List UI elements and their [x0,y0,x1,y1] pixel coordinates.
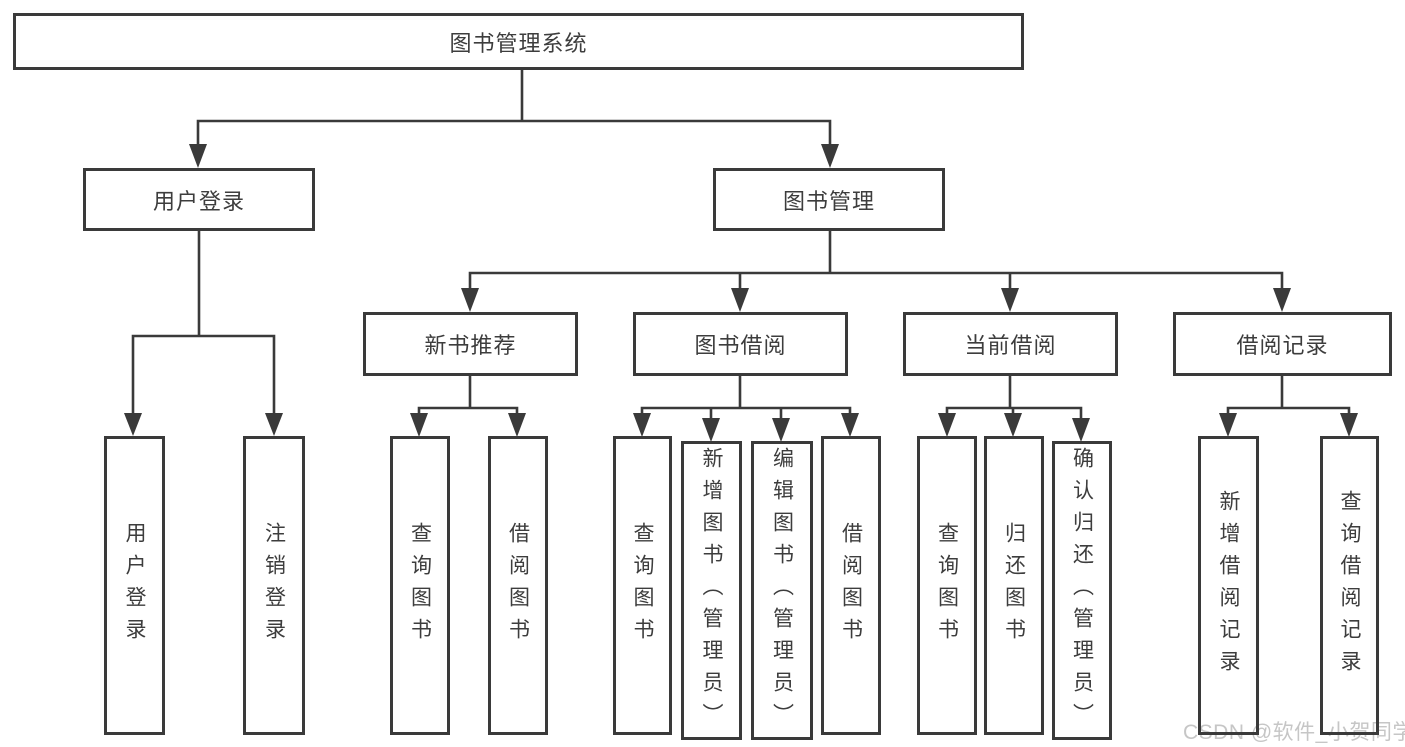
leaf-query-books-borrow-label: 查询图书 [631,521,654,650]
leaf-add-book-admin-label: 新增图书（管理员） [700,446,723,735]
leaf-borrow-books-recommend-label: 借阅图书 [506,521,530,650]
leaf-user-login: 用户登录 [104,436,165,735]
leaf-logout: 注销登录 [243,436,305,735]
leaf-add-borrow-record-label: 新增借阅记录 [1217,489,1240,682]
leaf-query-borrow-record-label: 查询借阅记录 [1338,489,1361,682]
watermark-text: CSDN @软件_小贺同学 [1183,721,1405,744]
leaf-query-books-current-label: 查询图书 [935,521,959,650]
leaf-add-borrow-record: 新增借阅记录 [1198,436,1259,735]
node-borrow-records: 借阅记录 [1173,312,1392,376]
node-current-borrow-label: 当前借阅 [964,333,1057,358]
node-library-system-label: 图书管理系统 [449,30,588,56]
leaf-logout-label: 注销登录 [262,521,286,650]
node-book-management: 图书管理 [713,168,945,231]
leaf-query-borrow-record: 查询借阅记录 [1320,436,1379,735]
node-user-login-label: 用户登录 [152,188,245,214]
leaf-borrow-books-label: 借阅图书 [839,521,863,650]
leaf-confirm-return-admin: 确认归还（管理员） [1052,441,1112,740]
node-current-borrow: 当前借阅 [903,312,1118,376]
leaf-query-books-borrow: 查询图书 [613,436,672,735]
node-new-book-recommend: 新书推荐 [363,312,578,376]
node-book-management-label: 图书管理 [782,188,875,214]
node-new-book-recommend-label: 新书推荐 [424,333,517,358]
leaf-query-books-current: 查询图书 [917,436,977,735]
leaf-user-login-label: 用户登录 [123,521,146,650]
leaf-edit-book-admin: 编辑图书（管理员） [751,441,813,740]
leaf-confirm-return-admin-label: 确认归还（管理员） [1070,446,1094,735]
node-book-borrow: 图书借阅 [633,312,848,376]
leaf-add-book-admin: 新增图书（管理员） [681,441,742,740]
leaf-return-book-label: 归还图书 [1002,521,1026,650]
node-book-borrow-label: 图书借阅 [694,333,787,358]
node-library-system: 图书管理系统 [13,13,1024,70]
node-borrow-records-label: 借阅记录 [1236,333,1329,358]
leaf-return-book: 归还图书 [984,436,1044,735]
leaf-query-books-recommend: 查询图书 [390,436,450,735]
node-user-login: 用户登录 [83,168,315,231]
leaf-query-books-recommend-label: 查询图书 [408,521,432,650]
leaf-borrow-books-recommend: 借阅图书 [488,436,548,735]
leaf-edit-book-admin-label: 编辑图书（管理员） [770,446,794,735]
leaf-borrow-books: 借阅图书 [821,436,881,735]
